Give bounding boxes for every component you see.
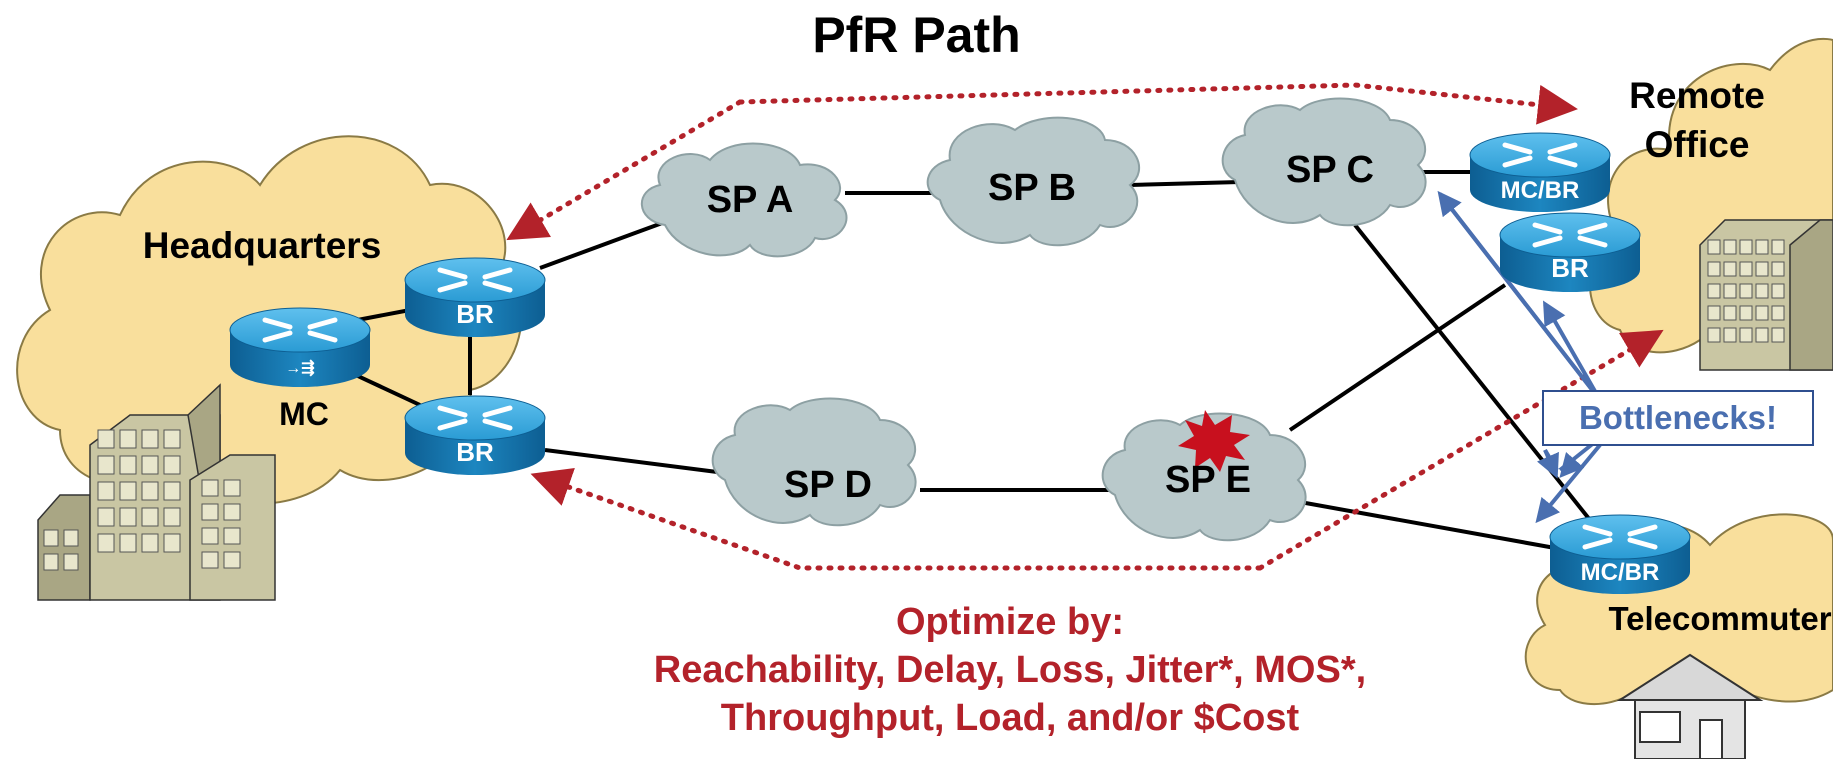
building-window	[1755, 305, 1769, 321]
remote-mcbr-label: MC/BR	[1501, 177, 1580, 204]
building-window	[1771, 261, 1785, 277]
bottlenecks-callout: Bottlenecks!	[1542, 390, 1814, 446]
building-window	[1739, 261, 1753, 277]
building-window	[141, 429, 159, 449]
building-window	[1771, 283, 1785, 299]
building-window	[43, 553, 59, 571]
bottleneck-arrows	[1437, 190, 1602, 524]
building-window	[1771, 239, 1785, 255]
building-window	[119, 533, 137, 553]
building-window	[97, 507, 115, 527]
failure-burst-icon	[1178, 410, 1250, 472]
building-window	[1755, 239, 1769, 255]
router-tele-mcbr-icon: MC/BR	[1549, 514, 1691, 594]
building-window	[141, 533, 159, 553]
building-window	[63, 553, 79, 571]
building-window	[201, 479, 219, 497]
optimize-metrics-line2: Throughput, Load, and/or $Cost	[720, 697, 1300, 739]
building-window	[1707, 239, 1721, 255]
building-window	[1739, 283, 1753, 299]
building-window	[141, 507, 159, 527]
sp-e-label: SP E	[1165, 459, 1251, 501]
building-window	[163, 455, 181, 475]
sp-cloud-d: SP D	[711, 397, 917, 527]
building-window	[43, 529, 59, 547]
building-window	[97, 533, 115, 553]
building-window	[119, 455, 137, 475]
building-window	[1707, 327, 1721, 343]
building-window	[97, 455, 115, 475]
building-window	[141, 455, 159, 475]
building-window	[1707, 283, 1721, 299]
building-window	[1755, 283, 1769, 299]
building-window	[1755, 327, 1769, 343]
sp-cloud-b: SP B	[926, 116, 1141, 247]
building-window	[223, 503, 241, 521]
building-window	[201, 551, 219, 569]
sp-d-label: SP D	[784, 464, 872, 506]
sp-c-label: SP C	[1286, 149, 1374, 191]
building-window	[1739, 239, 1753, 255]
diagram-title: PfR Path	[812, 7, 1021, 63]
sp-cloud-e: SP E	[1101, 410, 1307, 542]
building-window	[1771, 327, 1785, 343]
building-window	[119, 429, 137, 449]
router-hq-br-bottom-icon: BR	[404, 395, 546, 475]
telecommuter-label: Telecommuter	[1608, 600, 1831, 637]
building-window	[119, 507, 137, 527]
svg-text:→⇶: →⇶	[285, 359, 314, 377]
optimize-metrics-line1: Reachability, Delay, Loss, Jitter*, MOS*…	[653, 649, 1367, 691]
building-window	[223, 479, 241, 497]
building-window	[63, 529, 79, 547]
sp-cloud-a: SP A	[640, 142, 848, 258]
building-window	[1723, 239, 1737, 255]
building-window	[119, 481, 137, 501]
building-window	[1739, 327, 1753, 343]
router-mc-icon: →⇶	[229, 307, 371, 387]
sp-b-label: SP B	[988, 167, 1076, 209]
building-window	[1723, 283, 1737, 299]
building-window	[1723, 327, 1737, 343]
building-window	[1707, 261, 1721, 277]
sp-a-label: SP A	[707, 179, 794, 221]
building-window	[1771, 305, 1785, 321]
building-window	[97, 429, 115, 449]
building-window	[223, 527, 241, 545]
building-window	[163, 429, 181, 449]
building-window	[223, 551, 241, 569]
mc-label: MC	[279, 396, 329, 432]
sp-cloud-c: SP C	[1221, 97, 1427, 227]
headquarters-label: Headquarters	[143, 225, 382, 266]
remote-office-label-line2: Office	[1645, 124, 1750, 165]
building-window	[97, 481, 115, 501]
tele-mcbr-label: MC/BR	[1581, 559, 1660, 586]
hq-br-top-label: BR	[456, 299, 494, 329]
building-window	[1739, 305, 1753, 321]
remote-office-label-line1: Remote	[1629, 75, 1765, 116]
building-window	[1723, 261, 1737, 277]
router-remote-mcbr-icon: MC/BR	[1469, 132, 1611, 212]
router-hq-br-top-icon: BR	[404, 257, 546, 337]
building-window	[163, 533, 181, 553]
pfr-dotted-path	[506, 82, 1664, 571]
house-computer-icon	[1616, 653, 1764, 760]
optimize-heading: Optimize by:	[895, 601, 1125, 643]
building-window	[201, 527, 219, 545]
building-window	[163, 481, 181, 501]
building-window	[1723, 305, 1737, 321]
headquarters-building-icon	[37, 383, 276, 601]
remote-br-label: BR	[1551, 253, 1589, 283]
router-remote-br-icon: BR	[1499, 212, 1641, 292]
remote-office-building-icon	[1699, 219, 1833, 371]
building-window	[1755, 261, 1769, 277]
building-window	[163, 507, 181, 527]
building-window	[141, 481, 159, 501]
building-window	[1707, 305, 1721, 321]
hq-br-bottom-label: BR	[456, 437, 494, 467]
building-window	[201, 503, 219, 521]
